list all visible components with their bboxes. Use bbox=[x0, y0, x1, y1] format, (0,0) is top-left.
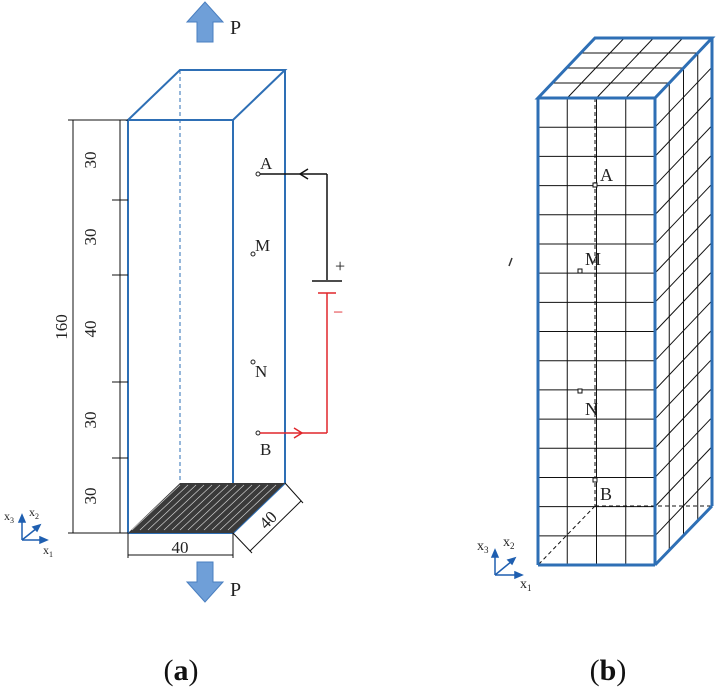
dim-label-2: 30 bbox=[81, 229, 100, 246]
dim-label-4: 30 bbox=[81, 412, 100, 429]
point-b-marker-b bbox=[592, 477, 598, 483]
panel-b: A M N B x3 x2 x1 (b) bbox=[477, 36, 716, 687]
axis-x2-label-b: x2 bbox=[503, 535, 515, 551]
battery-plus-label: + bbox=[335, 256, 345, 276]
point-m-label-b: M bbox=[585, 249, 601, 269]
axis-x2-label-a: x2 bbox=[29, 505, 39, 521]
axes-b bbox=[490, 548, 524, 580]
dim-label-1: 30 bbox=[81, 152, 100, 169]
circuit-black bbox=[260, 168, 342, 282]
point-n-label: N bbox=[255, 362, 267, 381]
load-label-top: P bbox=[230, 17, 241, 39]
point-m-marker bbox=[250, 251, 256, 257]
dim-depth-label: 40 bbox=[255, 507, 280, 532]
load-arrow-bottom: P bbox=[185, 561, 241, 603]
battery-minus-label: − bbox=[333, 302, 343, 322]
point-n-marker bbox=[250, 359, 256, 365]
axes-a bbox=[17, 513, 49, 545]
prism-b-outline bbox=[534, 36, 716, 567]
point-a-label-b: A bbox=[600, 165, 613, 185]
caption-a: (a) bbox=[164, 654, 199, 687]
load-arrow-top: P bbox=[185, 1, 241, 43]
prism-a bbox=[125, 69, 288, 534]
caption-b: (b) bbox=[590, 654, 627, 687]
stray-mark bbox=[508, 257, 513, 267]
point-a-marker-b bbox=[592, 182, 598, 188]
bottom-face-hatch bbox=[128, 483, 285, 533]
circuit-red bbox=[260, 292, 336, 439]
point-a-label: A bbox=[260, 154, 273, 173]
point-m-label: M bbox=[255, 236, 270, 255]
dimension-lines bbox=[68, 119, 304, 558]
point-n-label-b: N bbox=[585, 399, 598, 419]
dim-width-label: 40 bbox=[172, 538, 189, 557]
dim-label-5: 30 bbox=[81, 488, 100, 505]
dim-total-label: 160 bbox=[52, 314, 71, 340]
axis-x3-label-b: x3 bbox=[477, 539, 489, 555]
axis-x1-label-b: x1 bbox=[520, 577, 532, 593]
point-b-label-b: B bbox=[600, 484, 612, 504]
points-a bbox=[250, 171, 261, 436]
point-b-marker bbox=[255, 430, 261, 436]
axis-x3-label-a: x3 bbox=[4, 509, 14, 525]
axis-x1-label-a: x1 bbox=[43, 543, 53, 559]
point-n-marker-b bbox=[577, 388, 583, 394]
dim-label-3: 40 bbox=[81, 321, 100, 338]
points-b bbox=[577, 182, 598, 483]
panel-a: P bbox=[4, 1, 345, 687]
point-b-label: B bbox=[260, 440, 271, 459]
load-label-bottom: P bbox=[230, 579, 241, 601]
mesh-grid bbox=[538, 37, 713, 565]
point-m-marker-b bbox=[577, 268, 583, 274]
